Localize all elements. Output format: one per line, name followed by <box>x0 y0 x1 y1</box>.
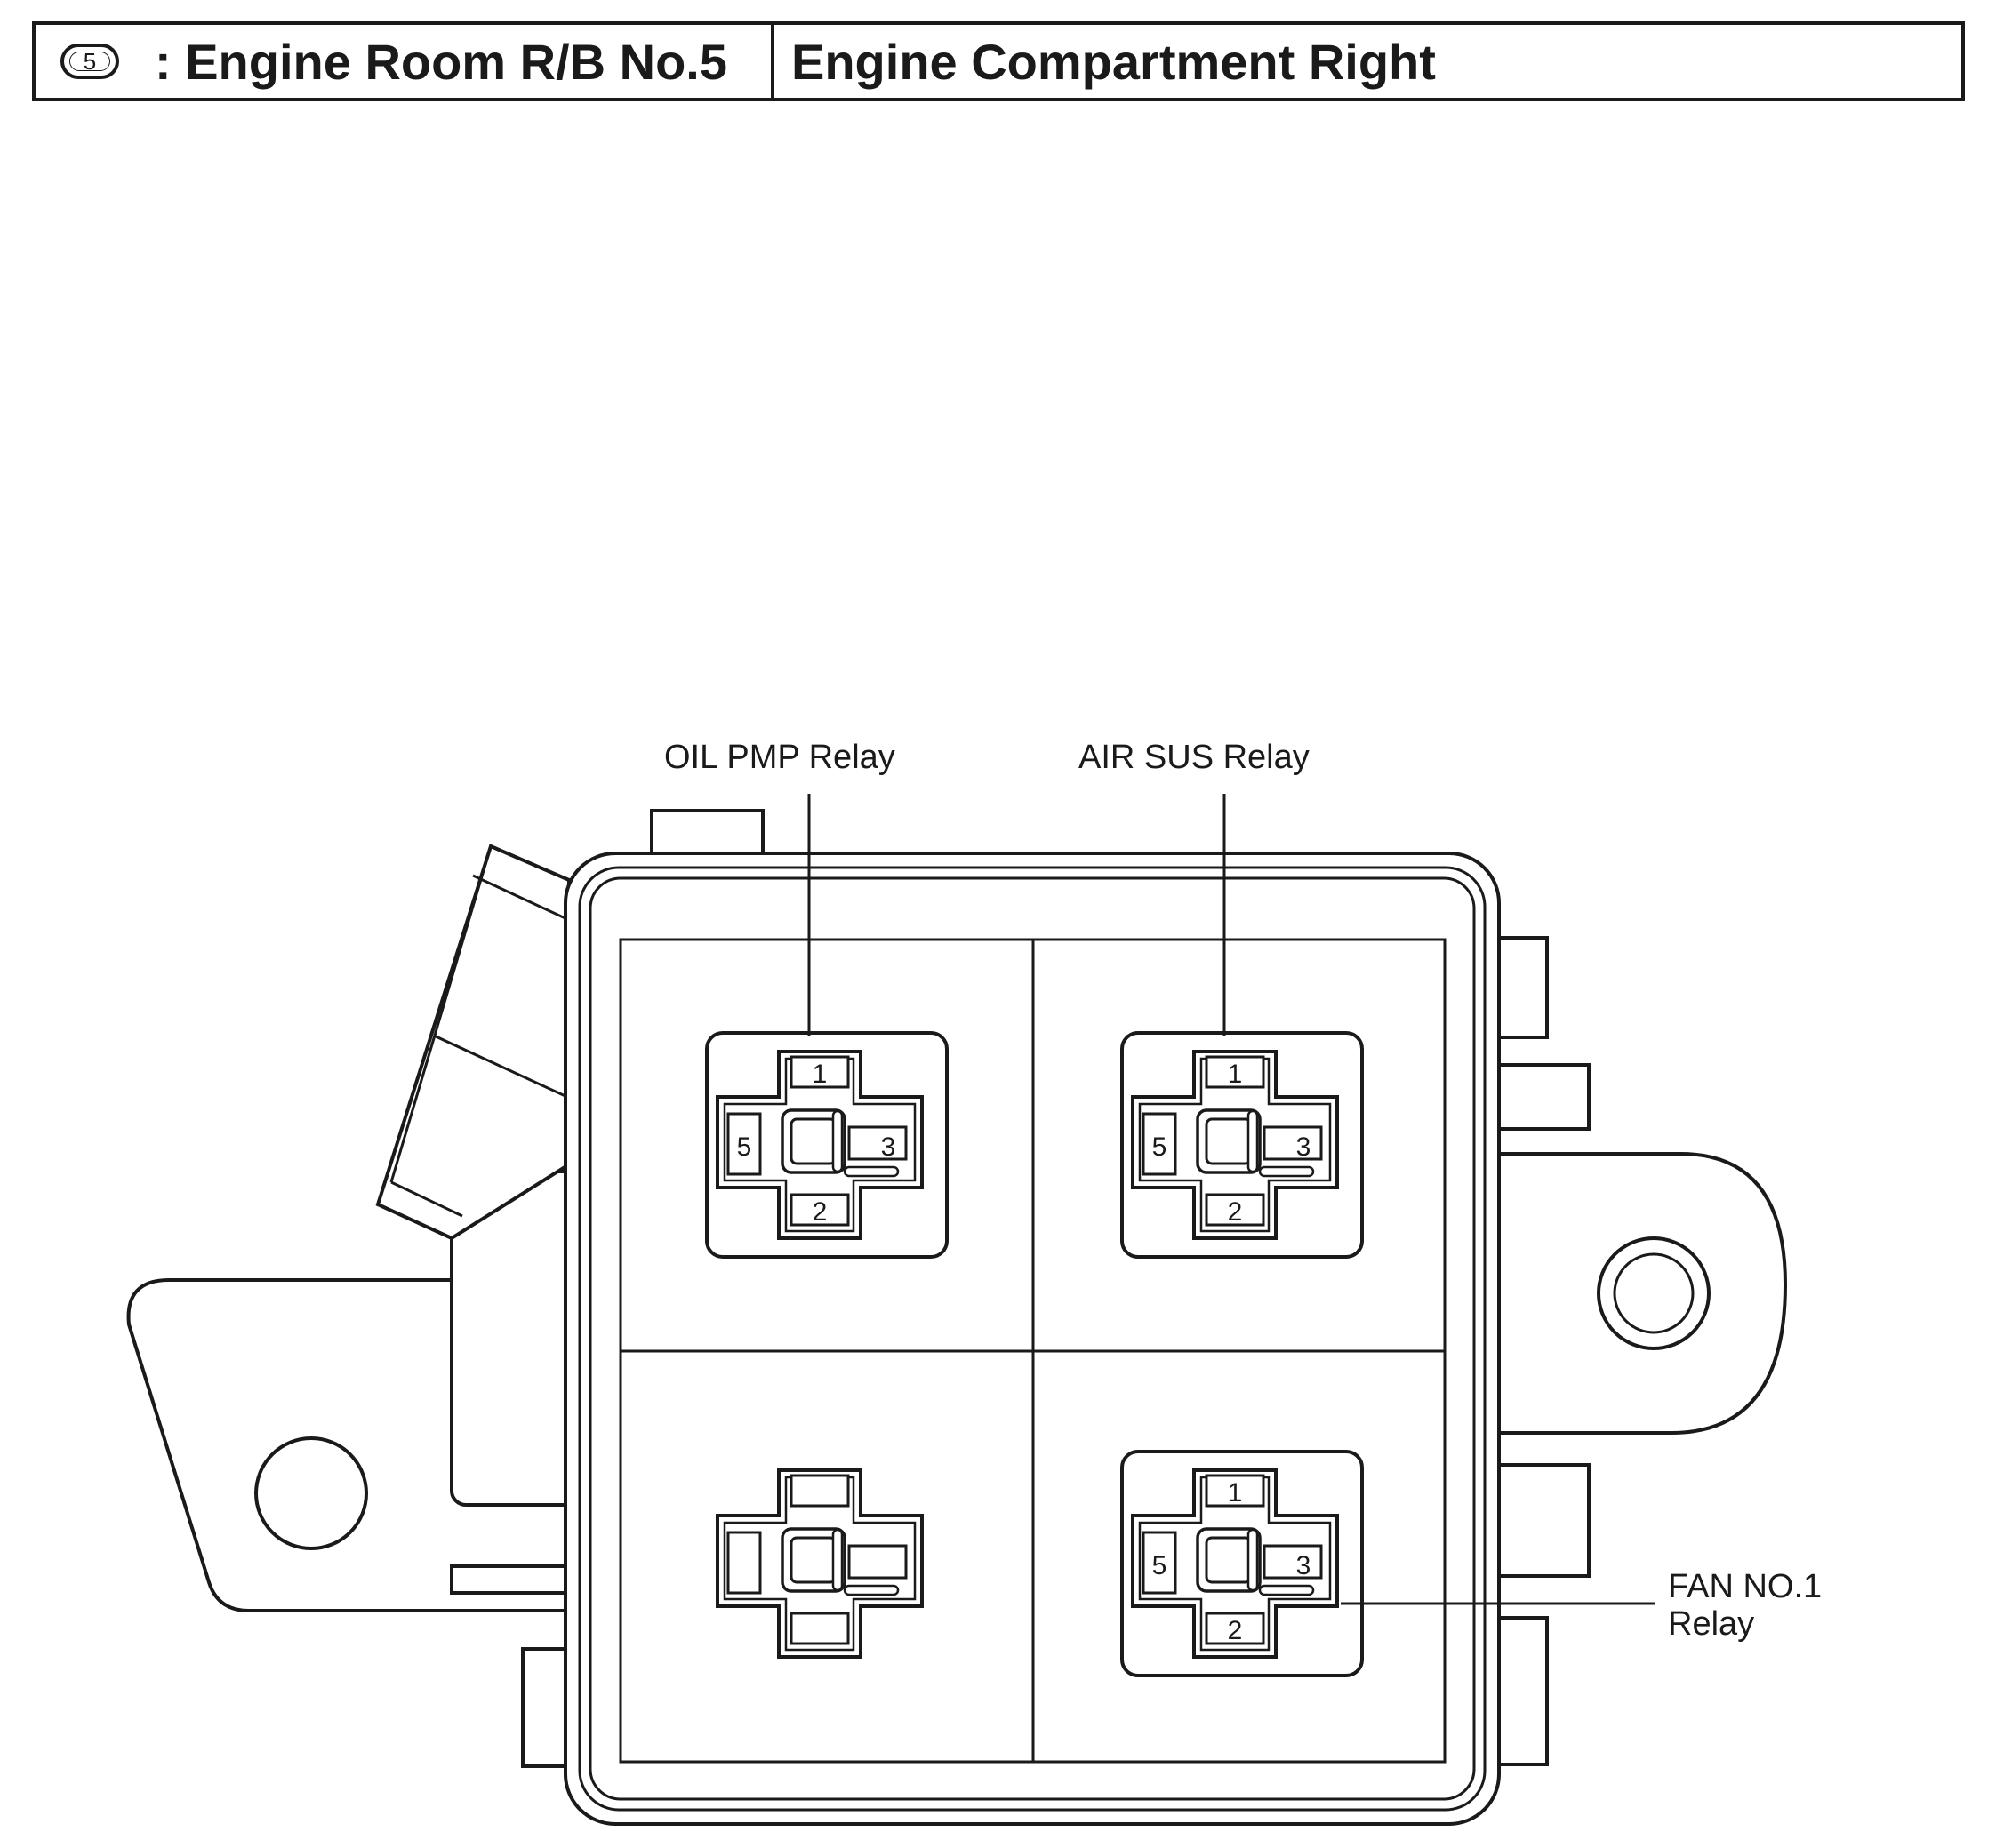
oil-pmp-pin-3: 3 <box>881 1132 896 1162</box>
fan-relay-label-line2: Relay <box>1668 1605 1754 1643</box>
block-rim-2 <box>589 876 1476 1801</box>
header-title-cell: 5 : Engine Room R/B No.5 <box>36 25 774 98</box>
air-sus-relay-label: AIR SUS Relay <box>1078 739 1310 776</box>
fan-pin-3: 3 <box>1296 1551 1311 1580</box>
right-tab-3 <box>1492 1463 1591 1578</box>
air-sus-pin-2: 2 <box>1228 1197 1243 1227</box>
header-title: : Engine Room R/B No.5 <box>155 33 727 90</box>
right-mounting-hole-inner <box>1613 1252 1695 1334</box>
header-location: Engine Compartment Right <box>791 33 1436 90</box>
connector-number-badge: 5 <box>60 44 119 79</box>
fan-pin-1: 1 <box>1228 1478 1243 1508</box>
oil-pmp-pin-1: 1 <box>813 1060 828 1089</box>
fan-relay-label-line1: FAN NO.1 <box>1668 1568 1822 1605</box>
right-tab-4 <box>1492 1616 1549 1766</box>
right-tab-2 <box>1492 1063 1591 1131</box>
header-location-cell: Engine Compartment Right <box>774 25 1436 98</box>
oil-pmp-pin-5: 5 <box>737 1132 752 1162</box>
air-sus-pin-3: 3 <box>1296 1132 1311 1162</box>
air-sus-pin-1: 1 <box>1228 1060 1243 1089</box>
header-bar: 5 : Engine Room R/B No.5 Engine Compartm… <box>32 21 1965 101</box>
left-side-tab <box>450 1564 578 1595</box>
right-tab-1 <box>1492 936 1549 1039</box>
left-mounting-hole <box>254 1436 368 1550</box>
fan-pin-5: 5 <box>1152 1551 1167 1580</box>
fan-pin-2: 2 <box>1228 1616 1243 1645</box>
top-tab <box>650 809 765 857</box>
oil-pmp-relay-label: OIL PMP Relay <box>664 739 895 776</box>
block-rim-1 <box>578 866 1487 1812</box>
oil-pmp-pin-2: 2 <box>813 1197 828 1227</box>
angled-connector <box>375 844 571 1241</box>
air-sus-pin-5: 5 <box>1152 1132 1167 1162</box>
